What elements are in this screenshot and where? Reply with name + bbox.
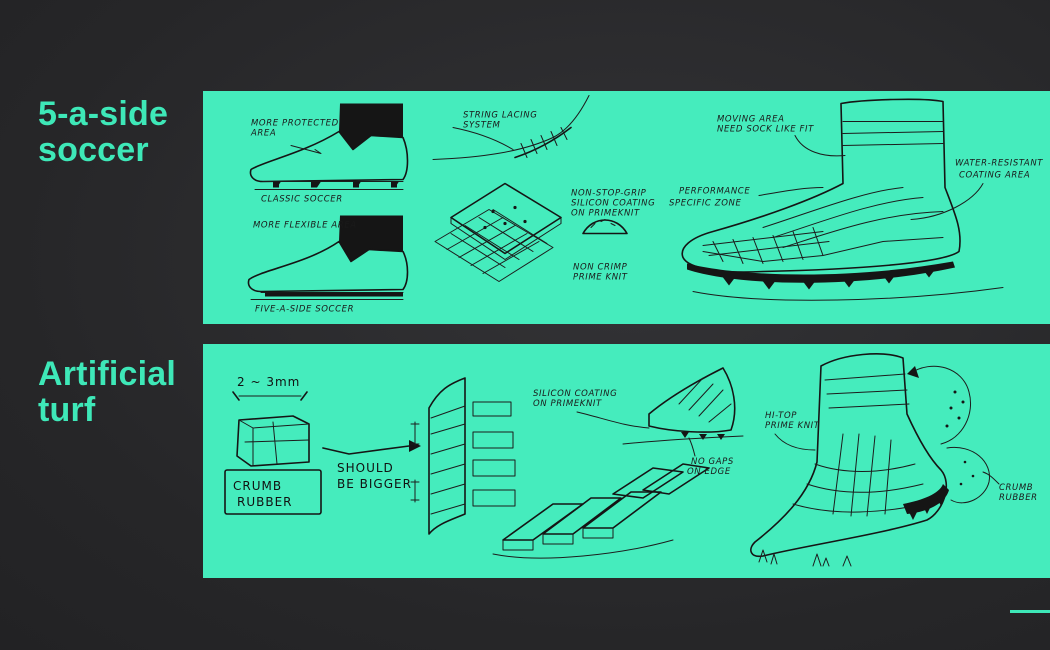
heading-line: soccer <box>38 131 149 169</box>
label-crumb-rubber-box: CRUMB <box>233 479 282 493</box>
silicon-coating-sketch <box>622 367 744 445</box>
arrow-crumb-rubber <box>982 471 1000 485</box>
arrow-silicon-coating <box>576 411 650 429</box>
label-non-stop-grip: NON-STOP-GRIP <box>571 189 647 199</box>
sketch-panel-5-a-side: MORE PROTECTED AREA CLASSIC SOCCER MORE … <box>203 91 1050 324</box>
label-non-stop-grip-2: SILICON COATING <box>571 199 655 209</box>
label-hi-top-2: PRIME KNIT <box>765 421 820 431</box>
label-string-lacing: STRING LACING <box>463 111 537 121</box>
label-water-resistant-2: COATING AREA <box>959 171 1030 181</box>
label-should-be-bigger-2: BE BIGGER <box>337 477 412 491</box>
heading-artificial-turf: Artificial turf <box>38 356 176 428</box>
heading-5-a-side-soccer: 5-a-side soccer <box>38 96 168 168</box>
crumb-rubber-block-sketch <box>224 391 322 515</box>
label-non-crimp-2: PRIME KNIT <box>573 273 628 283</box>
arrow-no-gaps <box>688 437 696 457</box>
heading-line: turf <box>38 391 96 429</box>
label-classic-soccer: CLASSIC SOCCER <box>261 195 343 205</box>
label-crumb-rubber-side: CRUMB <box>999 483 1033 493</box>
hi-top-boot-sketch <box>750 353 949 567</box>
label-performance-zone-2: SPECIFIC ZONE <box>669 199 741 209</box>
label-silicon-coating-2: ON PRIMEKNIT <box>533 399 602 409</box>
stud-rows-sketch <box>492 463 710 559</box>
label-string-lacing-2: SYSTEM <box>463 121 501 131</box>
arrow-water-resistant <box>910 183 984 220</box>
label-non-crimp: NON CRIMP <box>573 263 628 273</box>
stud-wall-sketch <box>410 377 516 535</box>
accent-line <box>1010 610 1050 613</box>
label-performance-zone: PERFORMANCE <box>679 187 750 197</box>
sketch-artificial-turf-drawing: 2 ~ 3mm CRUMB RUBBER SHOULD BE BIGGER <box>224 353 1038 567</box>
label-crumb-rubber-side-2: RUBBER <box>999 493 1038 503</box>
arrow-moving-area <box>794 135 846 157</box>
label-no-gaps-2: ON EDGE <box>687 467 731 477</box>
arrow-performance-zone <box>758 187 824 196</box>
label-five-a-side-soccer: FIVE-A-SIDE SOCCER <box>255 305 354 315</box>
label-more-protected-area: MORE PROTECTED <box>251 119 339 129</box>
heading-line: 5-a-side <box>38 95 169 133</box>
label-more-flexible-area: MORE FLEXIBLE AREA <box>253 221 357 231</box>
material-layer-sketch <box>434 182 562 282</box>
label-crumb-rubber-box-2: RUBBER <box>237 495 293 509</box>
performance-boot-sketch <box>681 98 1004 301</box>
arrow-hi-top <box>774 433 816 451</box>
string-lacing-sketch <box>432 95 590 160</box>
label-moving-area: MOVING AREA <box>717 115 785 125</box>
label-hi-top: HI-TOP <box>765 411 797 421</box>
crumb-particles-sketch <box>907 365 990 504</box>
arrow-should-be-bigger <box>322 445 410 455</box>
sketch-panel-artificial-turf: 2 ~ 3mm CRUMB RUBBER SHOULD BE BIGGER <box>203 344 1050 578</box>
label-non-stop-grip-3: ON PRIMEKNIT <box>571 209 640 219</box>
label-water-resistant: WATER-RESISTANT <box>955 159 1043 169</box>
label-moving-area-2: NEED SOCK LIKE FIT <box>717 125 814 135</box>
grip-dome-sketch <box>582 219 628 235</box>
five-a-side-boot-sketch <box>247 215 409 300</box>
label-should-be-bigger: SHOULD <box>337 461 394 475</box>
label-more-protected-area-2: AREA <box>250 129 276 139</box>
heading-line: Artificial <box>38 355 177 393</box>
classic-soccer-boot-sketch <box>249 103 409 190</box>
label-silicon-coating: SILICON COATING <box>533 389 617 399</box>
label-no-gaps: NO GAPS <box>691 457 734 467</box>
label-dimension: 2 ~ 3mm <box>237 375 300 389</box>
sketch-5-a-side-drawing: MORE PROTECTED AREA CLASSIC SOCCER MORE … <box>247 95 1043 315</box>
